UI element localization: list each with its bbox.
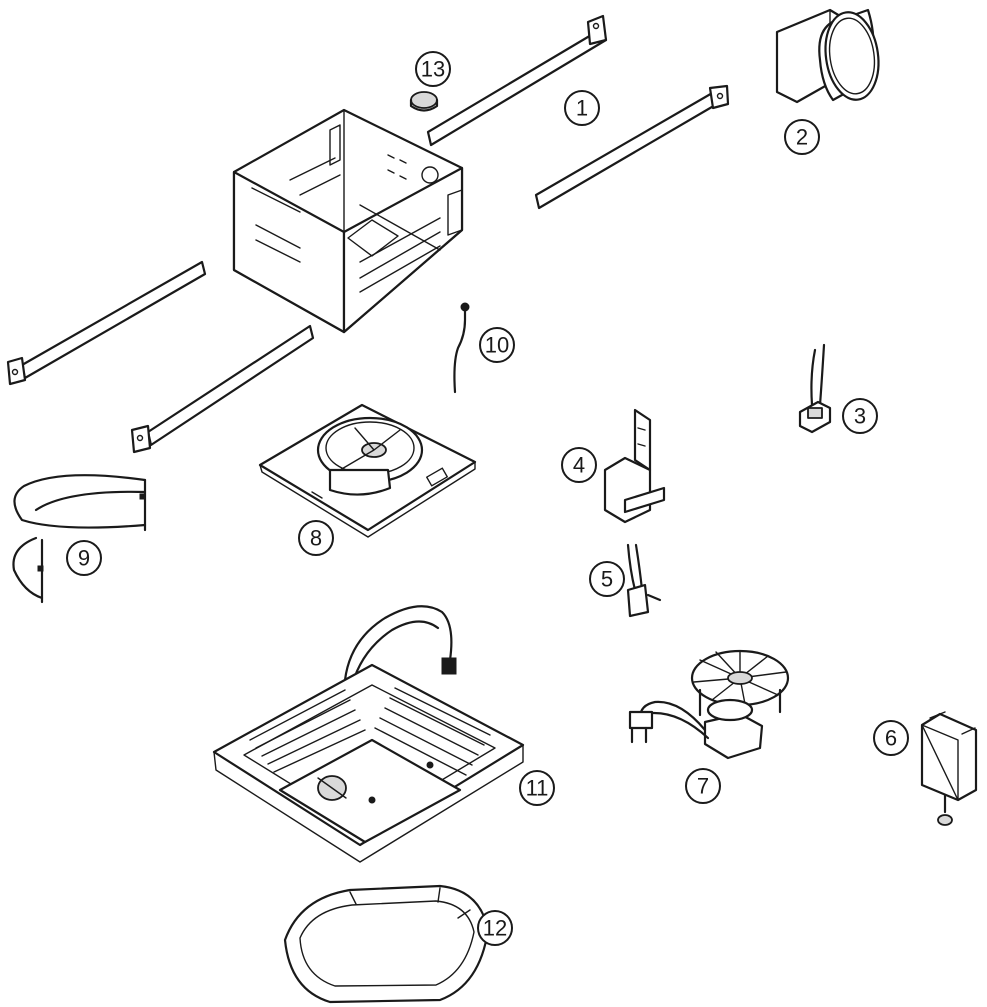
- svg-text:8: 8: [310, 526, 322, 551]
- hanger-bar-upper-b: [534, 84, 730, 210]
- svg-text:13: 13: [421, 57, 445, 82]
- callout-7: 7: [685, 768, 721, 804]
- svg-text:1: 1: [576, 96, 588, 121]
- svg-text:4: 4: [573, 453, 585, 478]
- callout-9: 9: [66, 540, 102, 576]
- callout-13: 13: [415, 51, 451, 87]
- knockout-plug: [409, 91, 439, 112]
- grille-assembly: [212, 605, 525, 863]
- mounting-plate: [258, 403, 477, 538]
- svg-text:2: 2: [796, 125, 808, 150]
- callout-6: 6: [873, 720, 909, 756]
- hanger-bar-left-a: [6, 260, 207, 386]
- svg-text:7: 7: [697, 774, 709, 799]
- svg-text:3: 3: [854, 404, 866, 429]
- callout-1: 1: [564, 90, 600, 126]
- light-lens: [283, 884, 490, 1004]
- svg-text:11: 11: [526, 776, 549, 801]
- callout-8: 8: [298, 520, 334, 556]
- callout-3: 3: [842, 398, 878, 434]
- duct-connector: [775, 8, 880, 104]
- ground-screw-lead: [453, 302, 470, 394]
- svg-text:6: 6: [885, 726, 897, 751]
- callout-4: 4: [561, 447, 597, 483]
- svg-text:5: 5: [601, 567, 613, 592]
- callout-5: 5: [589, 561, 625, 597]
- svg-text:9: 9: [78, 546, 90, 571]
- bracket-cover: [920, 711, 978, 826]
- hanger-bar-upper-a: [426, 14, 608, 147]
- hanger-bar-left-b: [130, 324, 315, 454]
- wire-connector: [626, 543, 662, 618]
- svg-text:12: 12: [483, 916, 507, 941]
- callout-12: 12: [477, 910, 513, 946]
- svg-text:10: 10: [485, 333, 509, 358]
- receptacle: [798, 343, 832, 434]
- callout-11: 11: [519, 770, 555, 806]
- duct-strip: [12, 474, 147, 604]
- motor-blower: [628, 649, 790, 760]
- receptacle-bracket: [603, 408, 666, 524]
- callout-10: 10: [479, 327, 515, 363]
- callout-2: 2: [784, 119, 820, 155]
- fan-housing: [232, 108, 464, 334]
